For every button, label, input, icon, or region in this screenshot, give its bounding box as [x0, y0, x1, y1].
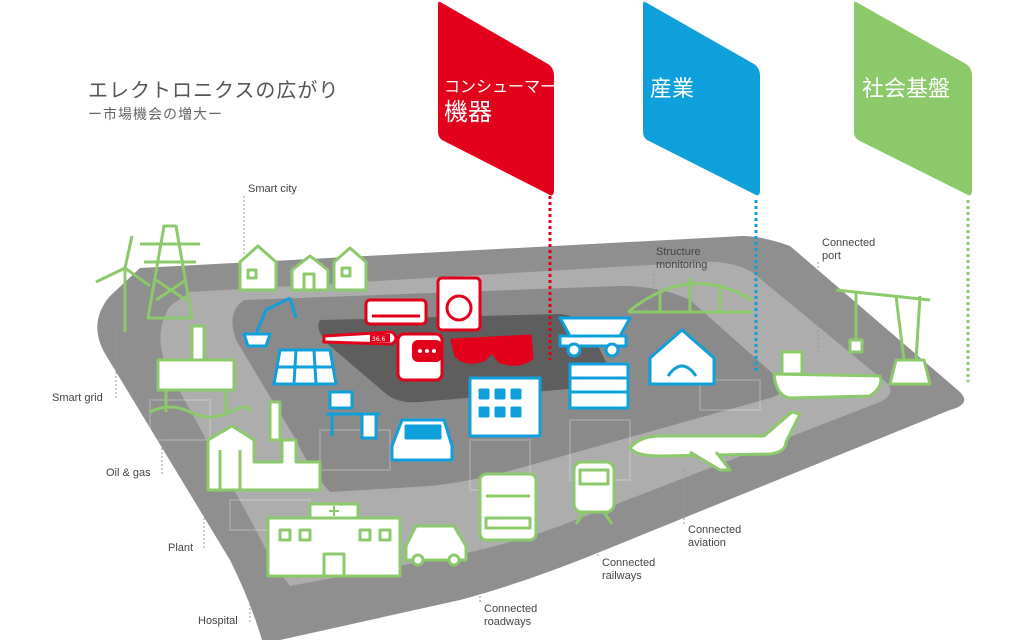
server-rack-icon — [568, 362, 630, 410]
oil-platform-icon — [149, 324, 252, 419]
blue-car-icon — [390, 418, 454, 462]
solar-panel-icon — [272, 348, 338, 386]
flag-industry-line1: 産業 — [650, 77, 694, 102]
page-subtitle: ー市場機会の増大ー — [88, 106, 223, 122]
label-aviation-line2: aviation — [688, 537, 726, 549]
label-railways-line2: railways — [602, 570, 642, 582]
washing-machine-icon — [436, 276, 482, 332]
flag-infrastructure-line1: 社会基盤 — [862, 77, 950, 102]
label-structure-line2: monitoring — [656, 259, 708, 271]
industry-icons — [242, 296, 716, 462]
label-structure-monitoring: Structure monitoring — [656, 246, 707, 272]
label-connected-roadways: Connected roadways — [484, 603, 537, 629]
flag-industry[interactable]: 産業 — [643, 1, 760, 372]
air-conditioner-icon — [364, 298, 428, 326]
smart-greenhouse-icon — [648, 328, 716, 386]
label-roadways-line1: Connected — [484, 603, 538, 615]
smart-city-houses-icon — [238, 244, 368, 292]
flag-infrastructure[interactable]: 社会基盤 — [854, 1, 972, 382]
flag-consumer-line1: コンシューマー — [444, 77, 556, 96]
label-port-line2: port — [822, 250, 841, 262]
robot-arm-icon — [242, 296, 298, 348]
smartphone-icon — [396, 332, 444, 382]
office-building-icon — [468, 376, 542, 438]
label-smart-city: Smart city — [248, 183, 297, 195]
label-hospital: Hospital — [198, 615, 238, 627]
label-oil-gas: Oil & gas — [106, 467, 151, 479]
consumer-icons: 36.6 — [322, 276, 534, 382]
label-roadways-line2: roadways — [484, 616, 532, 628]
bridge-icon — [627, 278, 753, 314]
label-connected-aviation: Connected aviation — [688, 524, 741, 550]
flag-consumer-line2: 機器 — [444, 98, 492, 126]
power-pylon-icon — [140, 224, 200, 320]
airplane-icon — [628, 410, 802, 472]
wind-turbine-icon — [95, 235, 151, 332]
thermometer-icon: 36.6 — [322, 330, 398, 346]
infrastructure-icons — [95, 224, 932, 578]
train-icon — [572, 460, 616, 525]
label-connected-port: Connected port — [822, 237, 875, 263]
label-connected-railways: Connected railways — [602, 557, 655, 583]
label-port-line1: Connected — [822, 237, 876, 249]
label-aviation-line1: Connected — [688, 524, 742, 536]
page-title: エレクトロニクスの広がり — [88, 80, 340, 102]
connected-truck-icon — [478, 472, 538, 542]
label-smart-grid: Smart grid — [52, 392, 103, 404]
thermometer-reading: 36.6 — [372, 336, 386, 343]
label-structure-line1: Structure — [656, 246, 701, 258]
workstation-icon — [326, 390, 380, 440]
label-railways-line1: Connected — [602, 557, 656, 569]
ship-icon — [772, 350, 883, 400]
smart-glasses-icon — [450, 334, 534, 366]
connected-car-icon — [404, 524, 468, 567]
flag-consumer[interactable]: コンシューマー 機器 — [438, 1, 556, 360]
label-plant: Plant — [168, 542, 194, 554]
dump-truck-icon — [558, 316, 632, 358]
port-crane-icon — [835, 288, 932, 386]
hospital-icon — [266, 502, 402, 578]
factory-icon — [206, 400, 322, 492]
